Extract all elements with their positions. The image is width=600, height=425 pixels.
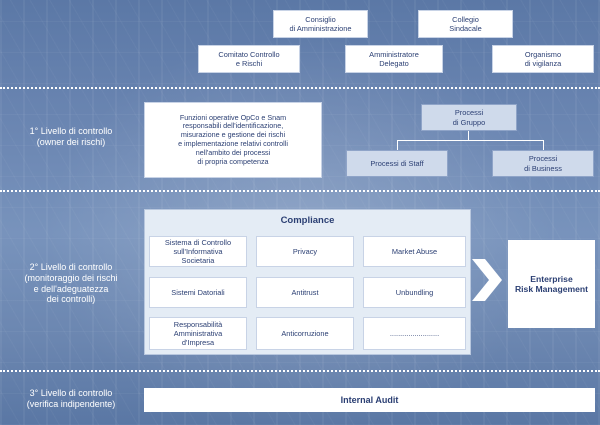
level1-label: 1° Livello di controllo (owner dei risch… — [29, 126, 113, 147]
connector-left — [397, 140, 398, 150]
connector-right — [543, 140, 544, 150]
compliance-cell-2: Privacy — [256, 236, 354, 267]
divider-1 — [0, 87, 600, 89]
compliance-cell-6: Unbundling — [363, 277, 466, 308]
box-organismo: Organismo di vigilanza — [492, 45, 594, 73]
compliance-cell-1: Sistema di Controllo sull'Informativa So… — [149, 236, 247, 267]
connector-horizontal — [397, 140, 544, 141]
compliance-cell-9: ........................ — [363, 317, 466, 350]
level3-label: 3° Livello di controllo (verifica indipe… — [26, 388, 116, 409]
divider-2 — [0, 190, 600, 192]
compliance-cell-7: Responsabilità Amministrativa d'Impresa — [149, 317, 247, 350]
compliance-title: Compliance — [280, 215, 335, 227]
compliance-cell-4: Sistemi Datoriali — [149, 277, 247, 308]
box-processi-gruppo: Processi di Gruppo — [421, 104, 517, 131]
compliance-cell-3: Market Abuse — [363, 236, 466, 267]
divider-3 — [0, 370, 600, 372]
box-comitato: Comitato Controllo e Rischi — [198, 45, 300, 73]
box-collegio: Collegio Sindacale — [418, 10, 513, 38]
level1-description: Funzioni operative OpCo e Snam responsab… — [144, 102, 322, 178]
compliance-cell-5: Antitrust — [256, 277, 354, 308]
box-processi-staff: Processi di Staff — [346, 150, 448, 177]
connector-vertical — [468, 131, 469, 141]
level2-label: 2° Livello di controllo (monitoraggio de… — [24, 262, 118, 305]
chevron-right-icon — [472, 259, 502, 301]
compliance-cell-8: Anticorruzione — [256, 317, 354, 350]
box-amministratore: Amministratore Delegato — [345, 45, 443, 73]
box-processi-business: Processi di Business — [492, 150, 594, 177]
box-enterprise-risk-management: Enterprise Risk Management — [508, 240, 595, 328]
box-internal-audit: Internal Audit — [144, 388, 595, 412]
box-consiglio: Consiglio di Amministrazione — [273, 10, 368, 38]
